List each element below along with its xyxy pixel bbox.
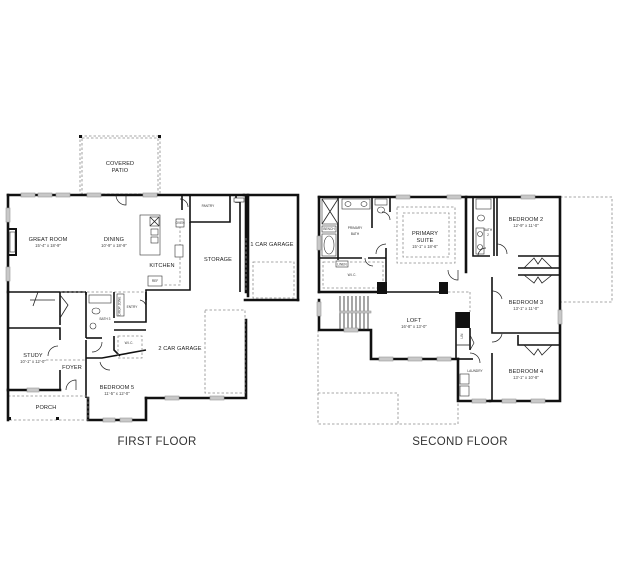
loft-dim: 16'-8" x 13'-0" — [401, 324, 427, 329]
primary-suite-label: PRIMARY — [412, 231, 438, 237]
great-room-label: GREAT ROOM — [29, 237, 68, 243]
primary-suite-label-2: SUITE — [417, 238, 434, 244]
kitchen-label: KITCHEN — [149, 263, 174, 269]
covered-patio-label: COVERED — [106, 161, 134, 167]
two-car-garage-label: 2 CAR GARAGE — [158, 346, 201, 352]
second-floor-title: SECOND FLOOR — [412, 436, 508, 448]
bedroom-2-dim: 12'-9" x 11'-0" — [513, 223, 539, 228]
pantry-label: PANTRY — [202, 204, 216, 208]
foyer-label: FOYER — [62, 365, 82, 371]
bedroom-2-label: BEDROOM 2 — [509, 217, 543, 223]
bath-3-label: BATH 3 — [100, 317, 111, 321]
bedroom-4-dim: 13'-1" x 10'-8" — [513, 375, 539, 380]
bedroom-3-dim: 13'-1" x 11'-0" — [513, 306, 539, 311]
ref-label: REF — [152, 279, 158, 283]
wic-label-2: W.I.C. — [348, 273, 357, 277]
bedroom-5-label: BEDROOM 5 — [100, 385, 134, 391]
bedroom-4-label: BEDROOM 4 — [509, 369, 543, 375]
primary-suite-dim: 15'-1" x 18'-6" — [412, 244, 438, 249]
primary-bath-label: PRIMARY — [348, 226, 363, 230]
study-label: STUDY — [23, 353, 43, 359]
covered-patio-label-2: PATIO — [112, 168, 129, 174]
one-car-garage-label: 1 CAR GARAGE — [250, 242, 293, 248]
lin-label: LIN — [460, 333, 464, 339]
study-dim: 10'-1" x 12'-0" — [20, 359, 46, 364]
bath-2-label: BATH — [484, 228, 493, 232]
dining-dim: 10'-9" x 18'-9" — [101, 243, 127, 248]
porch-label: PORCH — [36, 405, 57, 411]
drop-zone-label: DROP ZONE — [118, 297, 122, 316]
linen-label-2f: LINEN — [337, 263, 347, 267]
bedroom-3-label: BEDROOM 3 — [509, 300, 543, 306]
primary-bath-label-2: BATH — [351, 232, 360, 236]
staircase-upper — [339, 296, 372, 330]
dining-label: DINING — [104, 237, 124, 243]
bedroom-5-dim: 11'-5" x 12'-0" — [104, 391, 130, 396]
storage-label: STORAGE — [204, 257, 232, 263]
laundry-label: LAUNDRY — [467, 369, 483, 373]
oven-label: OVEN — [175, 221, 185, 225]
staircase — [30, 291, 69, 325]
entry-label: ENTRY — [127, 305, 139, 309]
bench-label: BENCH — [323, 227, 335, 231]
great-room-dim: 15'-4" x 18'-9" — [35, 243, 61, 248]
first-floor-title: FIRST FLOOR — [117, 436, 196, 448]
bath-2-label-2: 2 — [487, 233, 489, 237]
first-floor-plan: OVEN REF PANTRY — [5, 135, 300, 448]
second-floor-plan: BENCH LINEN L — [316, 194, 613, 448]
wic-label-1: W.I.C. — [125, 341, 134, 345]
loft-label: LOFT — [407, 318, 422, 324]
